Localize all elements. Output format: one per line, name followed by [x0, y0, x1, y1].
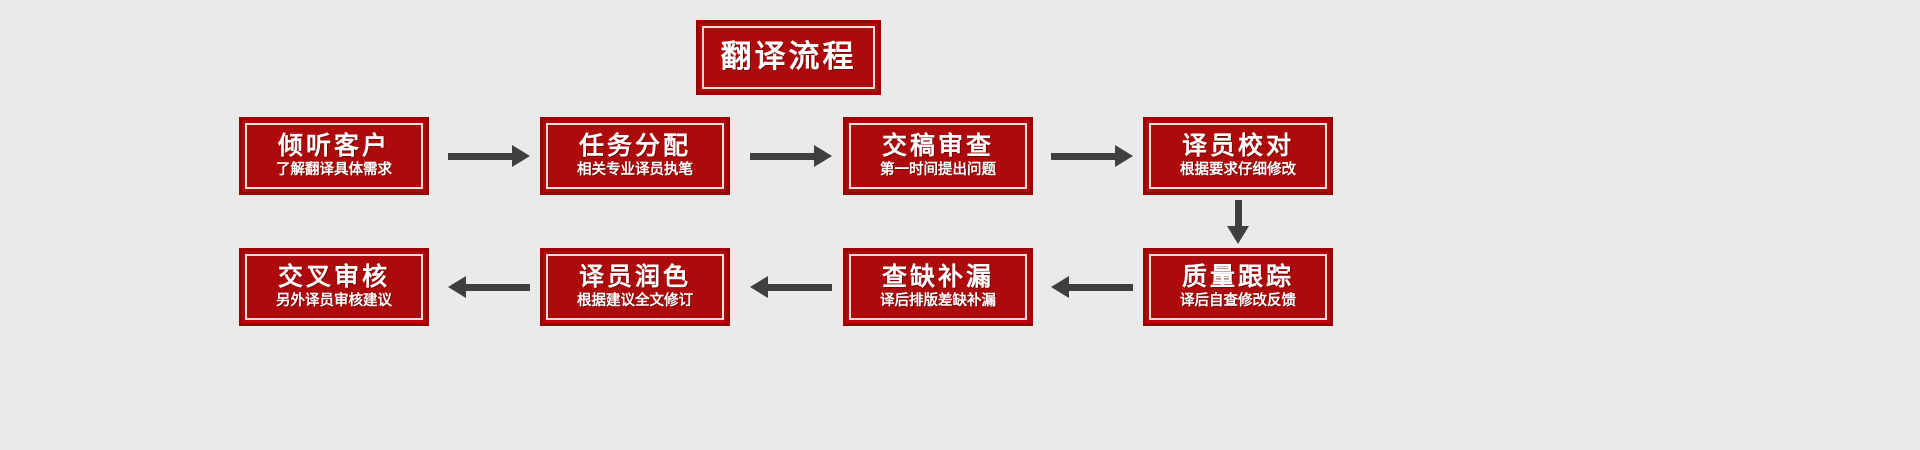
arrow-shaft: [466, 283, 530, 291]
arrow-shaft: [1069, 283, 1133, 291]
step-title-translator-proofreading: 译员校对: [1181, 132, 1294, 161]
step-box-gap-check[interactable]: 查缺补漏 译后排版差缺补漏: [843, 248, 1033, 326]
step-title-translator-polish: 译员润色: [578, 263, 691, 292]
step-title-quality-tracking: 质量跟踪: [1181, 263, 1294, 292]
step-title-gap-check: 查缺补漏: [881, 263, 994, 292]
step-box-listen-to-client[interactable]: 倾听客户 了解翻译具体需求: [239, 117, 429, 195]
step-subtitle-translator-polish: 根据建议全文修订: [577, 292, 693, 309]
step-subtitle-listen-to-client: 了解翻译具体需求: [276, 161, 392, 178]
arrow-right-icon-assign-to-review: [750, 145, 832, 167]
arrow-shaft: [768, 283, 832, 291]
step-inner-gap-check: 查缺补漏 译后排版差缺补漏: [849, 254, 1027, 320]
step-subtitle-quality-tracking: 译后自查修改反馈: [1180, 292, 1296, 309]
step-title-task-assignment: 任务分配: [578, 132, 691, 161]
arrow-shaft: [1051, 152, 1115, 160]
step-title-listen-to-client: 倾听客户: [277, 132, 390, 161]
arrow-right-icon-review-to-proofread: [1051, 145, 1133, 167]
arrow-left-icon-polish-to-crossreview: [448, 276, 530, 298]
step-box-task-assignment[interactable]: 任务分配 相关专业译员执笔: [540, 117, 730, 195]
arrow-left-icon-gapcheck-to-polish: [750, 276, 832, 298]
arrow-head: [750, 276, 768, 298]
step-box-translator-proofreading[interactable]: 译员校对 根据要求仔细修改: [1143, 117, 1333, 195]
step-box-submission-review[interactable]: 交稿审查 第一时间提出问题: [843, 117, 1033, 195]
step-inner-cross-review: 交叉审核 另外译员审核建议: [245, 254, 423, 320]
step-box-quality-tracking[interactable]: 质量跟踪 译后自查修改反馈: [1143, 248, 1333, 326]
arrow-left-icon-quality-to-gapcheck: [1051, 276, 1133, 298]
step-subtitle-gap-check: 译后排版差缺补漏: [880, 292, 996, 309]
step-box-translator-polish[interactable]: 译员润色 根据建议全文修订: [540, 248, 730, 326]
step-inner-listen-to-client: 倾听客户 了解翻译具体需求: [245, 123, 423, 189]
arrow-head: [814, 145, 832, 167]
flowchart-title-box: 翻译流程: [696, 20, 881, 95]
step-subtitle-task-assignment: 相关专业译员执笔: [577, 161, 693, 178]
arrow-head: [448, 276, 466, 298]
step-inner-translator-polish: 译员润色 根据建议全文修订: [546, 254, 724, 320]
step-inner-translator-proofreading: 译员校对 根据要求仔细修改: [1149, 123, 1327, 189]
arrow-shaft: [1234, 200, 1242, 226]
arrow-head: [1051, 276, 1069, 298]
step-subtitle-submission-review: 第一时间提出问题: [880, 161, 996, 178]
arrow-head: [512, 145, 530, 167]
arrow-shaft: [750, 152, 814, 160]
step-box-cross-review[interactable]: 交叉审核 另外译员审核建议: [239, 248, 429, 326]
step-inner-quality-tracking: 质量跟踪 译后自查修改反馈: [1149, 254, 1327, 320]
step-subtitle-translator-proofreading: 根据要求仔细修改: [1180, 161, 1296, 178]
step-inner-task-assignment: 任务分配 相关专业译员执笔: [546, 123, 724, 189]
step-inner-submission-review: 交稿审查 第一时间提出问题: [849, 123, 1027, 189]
arrow-head: [1115, 145, 1133, 167]
arrow-down-icon-proofread-to-quality: [1227, 200, 1249, 244]
step-subtitle-cross-review: 另外译员审核建议: [276, 292, 392, 309]
arrow-head: [1227, 226, 1249, 244]
arrow-right-icon-listen-to-assign: [448, 145, 530, 167]
step-title-submission-review: 交稿审查: [881, 132, 994, 161]
flowchart-title-text: 翻译流程: [720, 39, 857, 75]
arrow-shaft: [448, 152, 512, 160]
flowchart-title-inner: 翻译流程: [702, 26, 875, 89]
step-title-cross-review: 交叉审核: [277, 263, 390, 292]
